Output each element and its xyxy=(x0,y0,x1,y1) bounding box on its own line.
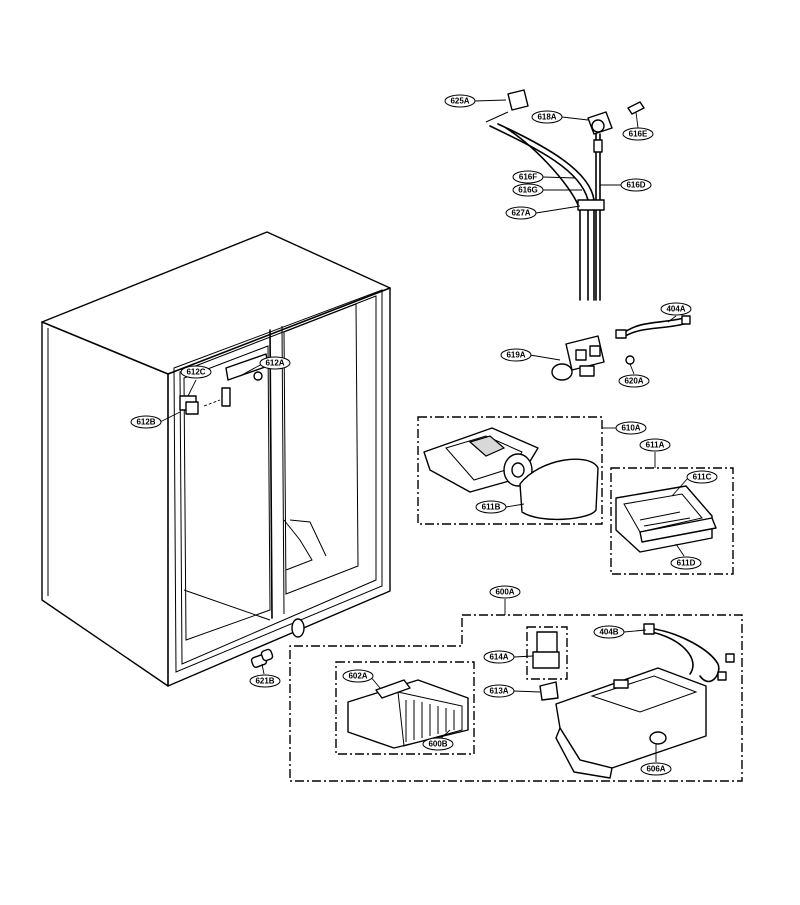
callout-404A: 404A xyxy=(660,302,692,316)
callout-612C: 612C xyxy=(180,365,212,379)
callout-label: 602A xyxy=(348,672,367,681)
water-valve-619A xyxy=(551,335,605,381)
callout-621B: 621B xyxy=(249,674,281,688)
callout-label: 612C xyxy=(186,368,205,377)
icemaker-kit-group xyxy=(289,614,743,782)
callout-610A: 610A xyxy=(615,421,647,435)
callout-616G: 616G xyxy=(512,183,544,197)
water-tube-assembly xyxy=(485,89,645,301)
callout-618A: 618A xyxy=(531,110,563,124)
callout-616D: 616D xyxy=(620,178,652,192)
callout-620A: 620A xyxy=(618,374,650,388)
ice-mold-fingers xyxy=(405,700,455,742)
connector-part-621B xyxy=(250,648,274,668)
callout-label: 613A xyxy=(489,687,508,696)
callout-label: 618A xyxy=(537,113,556,122)
callout-611C: 611C xyxy=(686,470,718,484)
callout-label: 612A xyxy=(265,359,284,368)
callout-label: 616E xyxy=(629,130,648,139)
callout-616F: 616F xyxy=(512,170,544,184)
callout-label: 611D xyxy=(677,559,696,568)
callout-600A: 600A xyxy=(489,585,521,599)
callout-label: 616G xyxy=(518,186,538,195)
callout-label: 611C xyxy=(693,473,712,482)
callout-label: 600B xyxy=(428,740,447,749)
callout-label: 404B xyxy=(599,628,618,637)
callout-label: 625A xyxy=(450,97,469,106)
callout-614A: 614A xyxy=(483,650,515,664)
callout-label: 610A xyxy=(621,424,640,433)
nut-620A xyxy=(625,355,635,365)
callout-404B: 404B xyxy=(593,625,625,639)
callout-612B: 612B xyxy=(130,415,162,429)
callout-label: 627A xyxy=(511,209,530,218)
callout-label: 616F xyxy=(519,173,537,182)
callout-label: 600A xyxy=(495,588,514,597)
icemaker-bucket-group xyxy=(417,416,603,525)
callout-label: 620A xyxy=(624,377,643,386)
callout-label: 616D xyxy=(626,181,645,190)
callout-627A: 627A xyxy=(505,206,537,220)
callout-label: 611A xyxy=(646,441,665,450)
ice-bin-guide-parts xyxy=(179,387,231,415)
callout-label: 606A xyxy=(646,765,665,774)
callout-label: 621B xyxy=(255,677,274,686)
callout-616E: 616E xyxy=(622,127,654,141)
callout-label: 619A xyxy=(506,351,525,360)
wire-harness-404A xyxy=(615,315,691,339)
fill-tube-heater-group xyxy=(610,467,734,575)
callout-611B: 611B xyxy=(475,500,507,514)
callout-625A: 625A xyxy=(444,94,476,108)
callout-label: 614A xyxy=(489,653,508,662)
refrigerator-cabinet xyxy=(41,231,391,687)
callout-613A: 613A xyxy=(483,684,515,698)
callout-611A: 611A xyxy=(639,438,671,452)
callout-label: 611B xyxy=(482,503,501,512)
callout-619A: 619A xyxy=(500,348,532,362)
callout-600B: 600B xyxy=(422,737,454,751)
callout-612A: 612A xyxy=(259,356,291,370)
callout-label: 404A xyxy=(666,305,685,314)
callout-label: 612B xyxy=(136,418,155,427)
callout-606A: 606A xyxy=(640,762,672,776)
callout-602A: 602A xyxy=(342,669,374,683)
callout-611D: 611D xyxy=(670,556,702,570)
